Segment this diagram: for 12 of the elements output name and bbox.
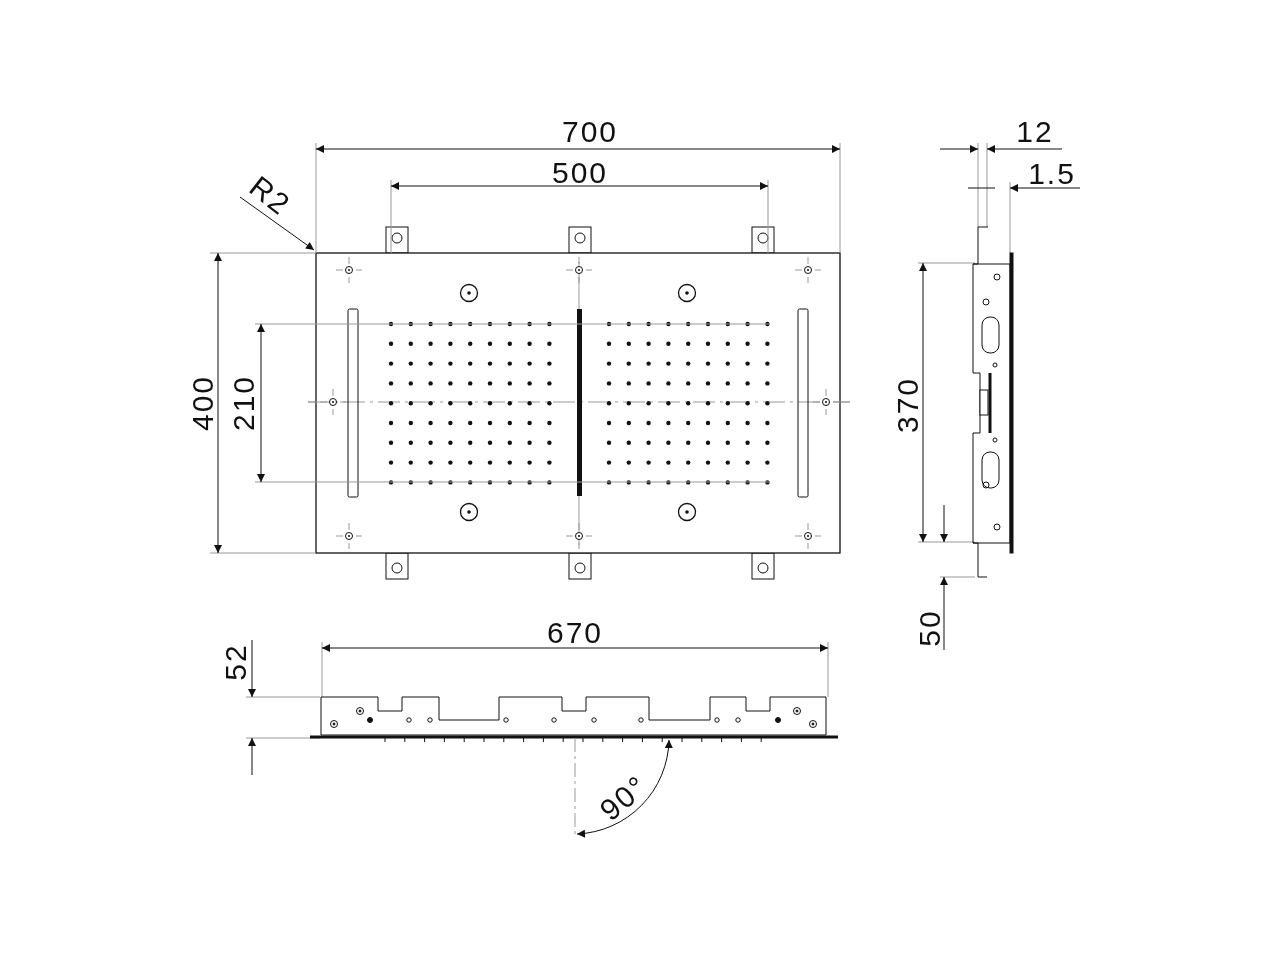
dimension-label: 12 [1016,117,1054,147]
dimension-label: 370 [893,376,923,434]
dimension-label: 52 [221,643,251,681]
dimension-label: 670 [546,618,604,648]
dimension-label: 500 [551,158,609,188]
dimension-label: R2 [244,171,296,221]
dimension-label: 50 [915,609,945,647]
dimension-label: 1.5 [1028,159,1076,189]
dimension-label: 90° [594,770,654,826]
dimension-label: 700 [561,117,619,147]
dimension-label: 400 [188,374,218,432]
dimension-label: 210 [229,374,259,432]
